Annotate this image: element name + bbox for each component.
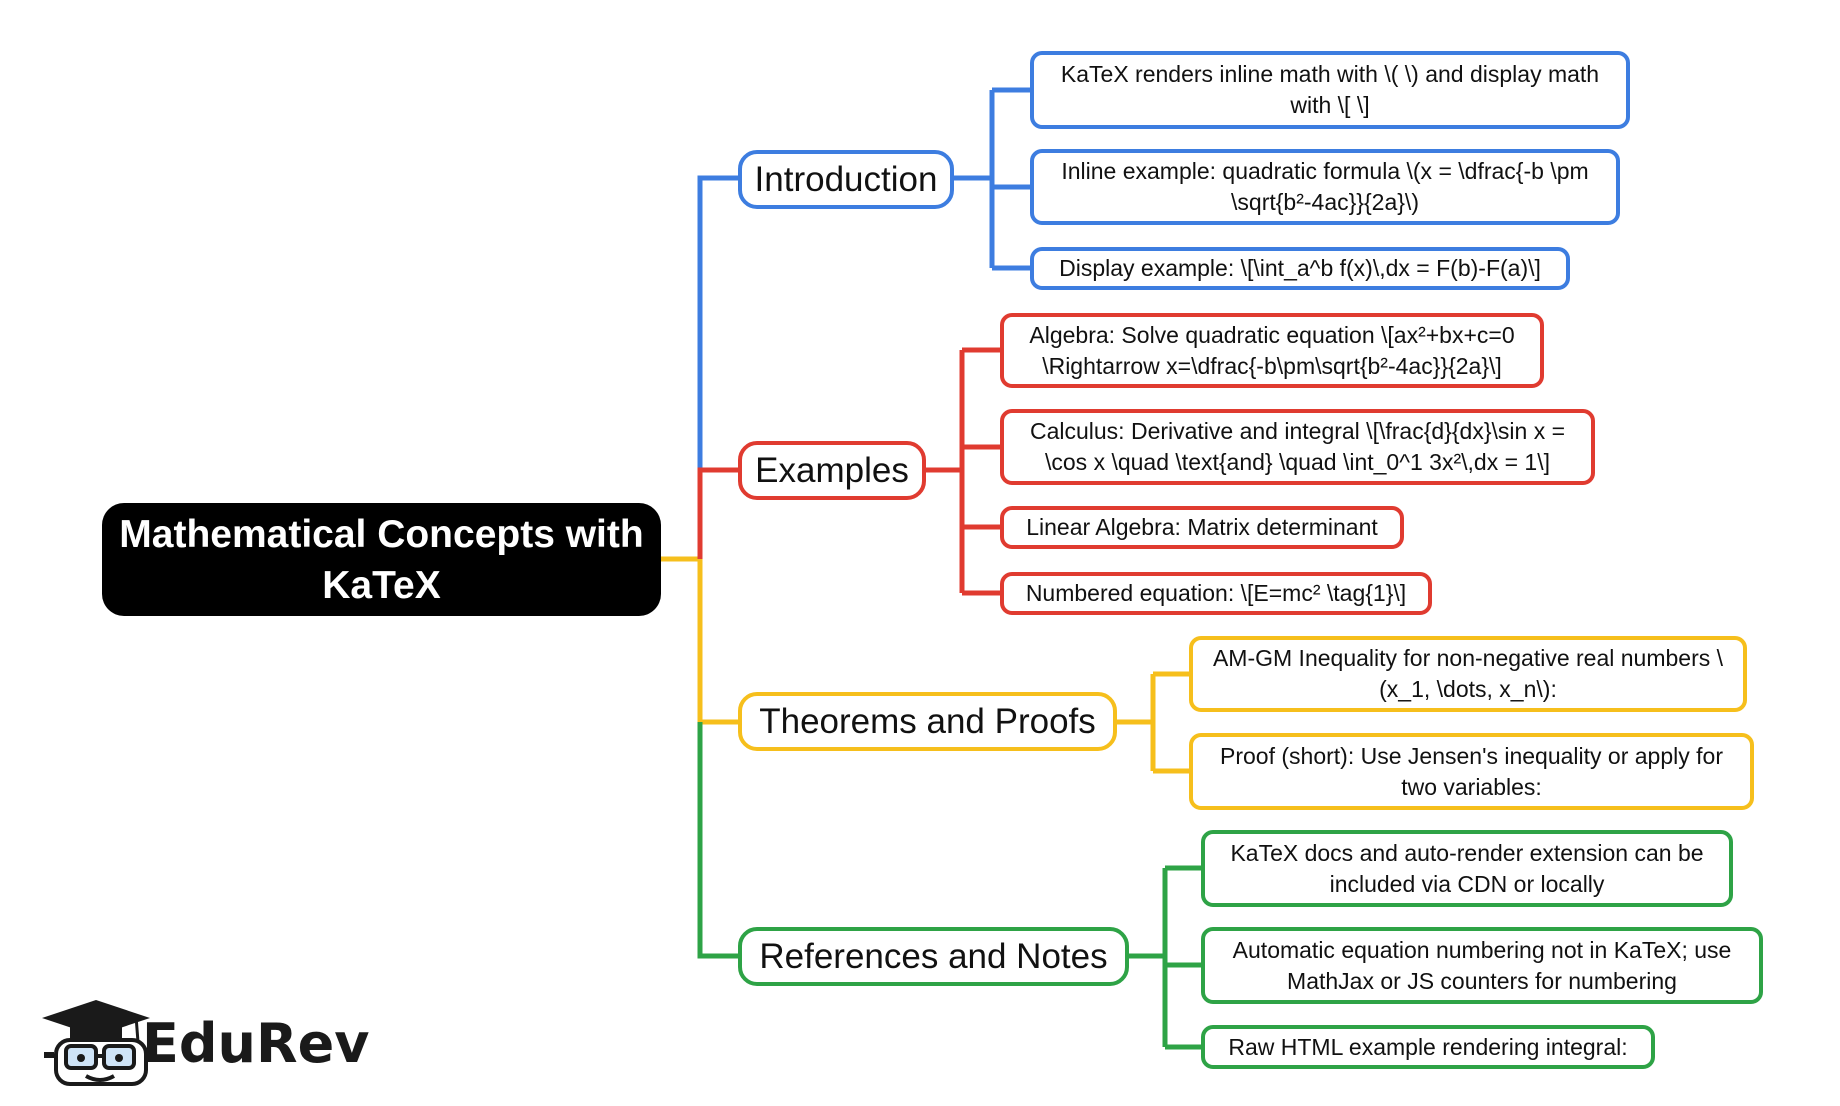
connector-spine-examples [697, 467, 740, 559]
leaf-references-2[interactable]: Automatic equation numbering not in KaTe… [1201, 927, 1763, 1004]
leaf-text: Algebra: Solve quadratic equation \[ax²+… [1029, 321, 1515, 379]
root-topic: Mathematical Concepts with KaTeX [102, 503, 661, 616]
leaf-text: Automatic equation numbering not in KaTe… [1232, 936, 1732, 994]
branch-introduction[interactable]: Introduction [738, 150, 954, 209]
leaf-introduction-2[interactable]: Inline example: quadratic formula \(x = … [1030, 149, 1620, 225]
connector-references-leaves [1128, 865, 1202, 1050]
connector-spine-introduction [697, 175, 740, 559]
branch-examples[interactable]: Examples [738, 441, 926, 500]
branch-label: References and Notes [759, 936, 1108, 976]
leaf-introduction-1[interactable]: KaTeX renders inline math with \( \) and… [1030, 51, 1630, 129]
leaf-references-3[interactable]: Raw HTML example rendering integral: [1201, 1025, 1655, 1069]
leaf-examples-2[interactable]: Calculus: Derivative and integral \[\fra… [1000, 409, 1595, 485]
leaf-text: KaTeX docs and auto-render extension can… [1230, 839, 1704, 897]
leaf-examples-4[interactable]: Numbered equation: \[E=mc² \tag{1}\] [1000, 572, 1432, 615]
leaf-references-1[interactable]: KaTeX docs and auto-render extension can… [1201, 830, 1733, 907]
root-title: Mathematical Concepts with KaTeX [119, 512, 644, 607]
connector-spine-references [697, 722, 740, 959]
brand-name: EduRev [142, 1012, 370, 1075]
branch-label: Examples [755, 450, 909, 490]
leaf-text: Calculus: Derivative and integral \[\fra… [1029, 418, 1566, 475]
leaf-theorems-2[interactable]: Proof (short): Use Jensen's inequality o… [1189, 733, 1754, 810]
leaf-examples-1[interactable]: Algebra: Solve quadratic equation \[ax²+… [1000, 313, 1544, 388]
leaf-introduction-3[interactable]: Display example: \[\int_a^b f(x)\,dx = F… [1030, 247, 1570, 290]
leaf-theorems-1[interactable]: AM-GM Inequality for non-negative real n… [1189, 636, 1747, 712]
leaf-text: Raw HTML example rendering integral: [1228, 1033, 1628, 1060]
graduation-cap-student-icon [42, 1000, 156, 1086]
leaf-text: Display example: \[\int_a^b f(x)\,dx = F… [1059, 255, 1541, 281]
branch-label: Theorems and Proofs [759, 701, 1096, 741]
connector-introduction-leaves [954, 87, 1031, 271]
connector-examples-leaves [925, 347, 1001, 596]
connector-theorems-leaves [1116, 671, 1190, 774]
leaf-text: AM-GM Inequality for non-negative real n… [1212, 645, 1724, 702]
leaf-text: Proof (short): Use Jensen's inequality o… [1220, 742, 1723, 800]
connector-spine-theorems [697, 559, 740, 725]
branch-references-and-notes[interactable]: References and Notes [738, 927, 1129, 986]
branch-theorems-and-proofs[interactable]: Theorems and Proofs [738, 692, 1117, 751]
leaf-text: Numbered equation: \[E=mc² \tag{1}\] [1025, 580, 1407, 606]
leaf-text: KaTeX renders inline math with \( \) and… [1060, 61, 1600, 118]
leaf-text: Inline example: quadratic formula \(x = … [1061, 158, 1589, 215]
leaf-text: Linear Algebra: Matrix determinant [1026, 514, 1378, 540]
leaf-examples-3[interactable]: Linear Algebra: Matrix determinant [1000, 506, 1404, 549]
branch-label: Introduction [754, 159, 938, 199]
